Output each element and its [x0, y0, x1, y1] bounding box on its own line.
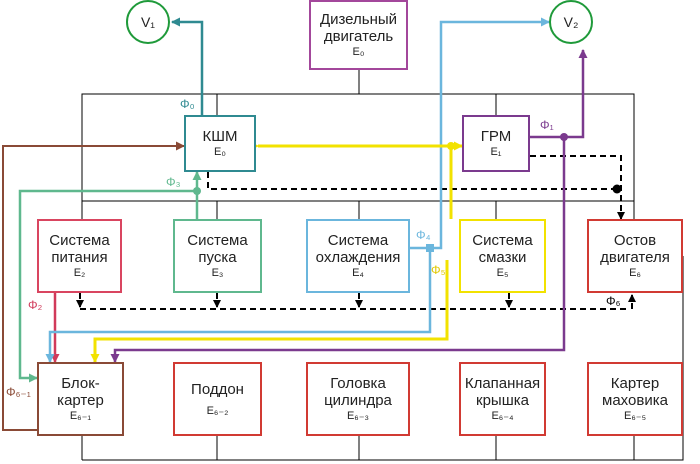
ohlazhdenie-node: Система охлаждения E₄ [306, 219, 410, 293]
v2-node: V₂ [549, 0, 593, 44]
pitanie-node: Система питания E₂ [37, 219, 122, 293]
flow-f5-lines [90, 141, 463, 363]
flow-f1-lines [110, 49, 588, 363]
grm-node: ГРМ E₁ [462, 115, 530, 172]
flow-f0-line [171, 17, 204, 115]
junction-dot [560, 133, 568, 141]
ostov-node: Остов двигателя E₆ [587, 219, 683, 293]
flow-f1-label: Φ₁ [540, 118, 554, 132]
kshm-node: КШМ E₀ [184, 115, 256, 172]
flow-f61-line [2, 141, 185, 431]
flow-f61-label: Φ₆₋₁ [6, 385, 31, 399]
smazka-node: Система смазки E₅ [459, 219, 546, 293]
dashed-flows [76, 155, 636, 310]
klapan-node: Клапанная крышка E₆₋₄ [459, 362, 546, 436]
flow-f0-label: Φ₀ [180, 97, 195, 111]
poddon-node: Поддон E₆₋₂ [173, 362, 262, 436]
flow-f3-lines [18, 171, 202, 383]
flow-f3-label: Φ₃ [166, 175, 181, 189]
pusk-node: Система пуска E₃ [173, 219, 262, 293]
hierarchy-lines [81, 70, 684, 461]
engine-node: Дизельный двигатель E₀ [309, 0, 408, 70]
flow-f5-label: Φ₅ [431, 263, 446, 277]
karter-node: Картер маховика E₆₋₅ [587, 362, 683, 436]
junction-square [426, 244, 434, 252]
junction-dot [193, 187, 201, 195]
flow-f6-label: Φ₆ [606, 294, 621, 308]
flow-f2-label: Φ₂ [28, 298, 43, 312]
v1-node: V₁ [126, 0, 170, 44]
junction-dot [612, 184, 622, 194]
blok-karter-node: Блок- картер E₆₋₁ [37, 362, 124, 436]
flow-f4-label: Φ₄ [416, 228, 431, 242]
junction-dot [447, 142, 455, 150]
flow-f4-lines [45, 17, 550, 363]
golovka-node: Головка цилиндра E₆₋₃ [306, 362, 410, 436]
